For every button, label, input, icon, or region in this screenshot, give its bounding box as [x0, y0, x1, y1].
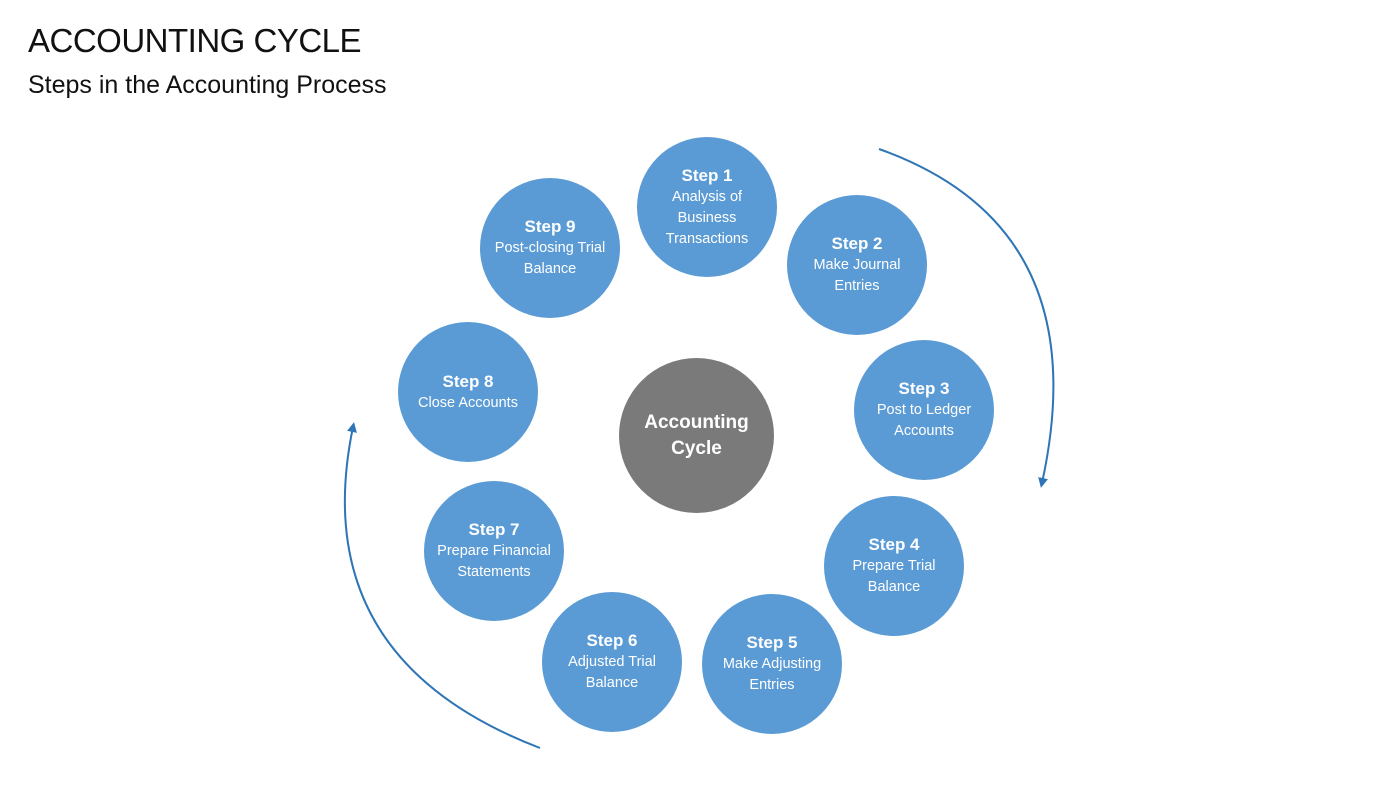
step-6-number: Step 6 [586, 631, 638, 650]
arc-arrow-right-icon [878, 148, 1055, 488]
step-3-number: Step 3 [898, 379, 950, 398]
step-7-description: Prepare Financial Statements [437, 543, 551, 580]
step-4-circle: Step 4 Prepare Trial Balance [824, 496, 964, 636]
step-8-number: Step 8 [442, 371, 494, 391]
arc-arrow-left-icon [343, 422, 541, 749]
step-5-number: Step 5 [746, 633, 798, 652]
step-4-number: Step 4 [868, 535, 920, 554]
step-9-description: Post-closing Trial Balance [494, 240, 606, 277]
step-1-description: Analysis of Business Transactions [665, 188, 749, 247]
step-7-number: Step 7 [468, 520, 520, 539]
step-9-number: Step 9 [524, 217, 576, 236]
step-8-description: Close Accounts [418, 394, 518, 411]
step-1-circle: Step 1 Analysis of Business Transactions [637, 137, 777, 277]
center-label: Accounting Cycle [644, 411, 749, 459]
step-8-circle: Step 8 Close Accounts [398, 322, 538, 462]
step-5-circle: Step 5 Make Adjusting Entries [702, 594, 842, 734]
step-7-circle: Step 7 Prepare Financial Statements [424, 481, 564, 621]
step-5-description: Make Adjusting Entries [722, 656, 822, 693]
step-4-description: Prepare Trial Balance [852, 558, 936, 595]
step-2-circle: Step 2 Make Journal Entries [787, 195, 927, 335]
step-9-circle: Step 9 Post-closing Trial Balance [480, 178, 620, 318]
step-3-description: Post to Ledger Accounts [876, 402, 972, 439]
step-1-number: Step 1 [681, 165, 733, 185]
step-6-circle: Step 6 Adjusted Trial Balance [542, 592, 682, 732]
step-2-description: Make Journal Entries [813, 257, 901, 294]
step-3-circle: Step 3 Post to Ledger Accounts [854, 340, 994, 480]
center-circle: Accounting Cycle [619, 358, 774, 513]
page-title: ACCOUNTING CYCLE [28, 22, 362, 59]
step-2-number: Step 2 [831, 234, 883, 253]
step-6-description: Adjusted Trial Balance [568, 654, 656, 691]
page-subtitle: Steps in the Accounting Process [28, 71, 387, 99]
